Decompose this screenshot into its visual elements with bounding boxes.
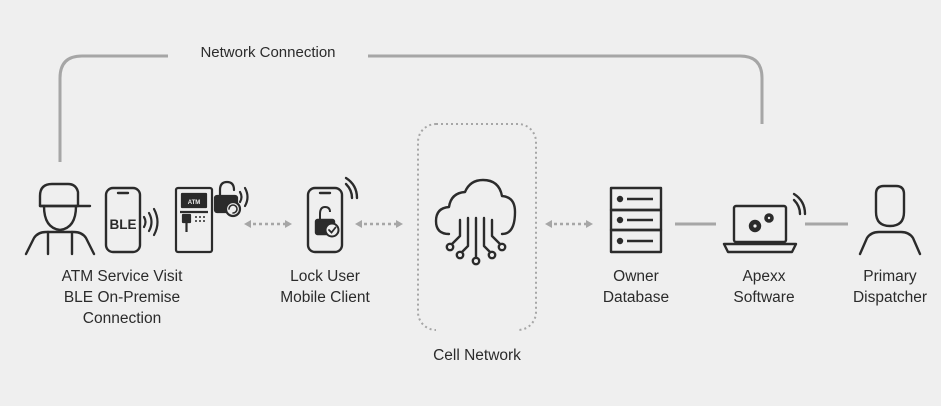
arrowhead <box>396 220 403 228</box>
primary-dispatcher-label: Primary Dispatcher <box>842 266 938 308</box>
atm-screen-text: ATM <box>188 200 201 206</box>
atm-service-visit-label: ATM Service Visit BLE On-Premise Connect… <box>30 266 214 329</box>
label-line: Mobile Client <box>280 289 370 306</box>
network-connection-line <box>58 54 764 162</box>
ble-phone-icon <box>104 186 142 254</box>
arrowhead <box>355 220 362 228</box>
database-icon <box>609 186 663 254</box>
network-connection-label: Network Connection <box>168 44 368 61</box>
label-line: Primary <box>863 268 917 285</box>
label-line: Owner <box>613 268 659 285</box>
atm-padlock-icon <box>213 180 249 218</box>
lock-user-phone-icon <box>306 176 359 254</box>
arrowhead <box>244 220 251 228</box>
atm-machine-icon <box>174 186 214 254</box>
dispatcher-person-icon <box>858 184 922 256</box>
cell-network-label: Cell Network <box>417 345 537 366</box>
label-line: BLE On-Premise <box>63 289 181 306</box>
label-line: Database <box>602 289 670 306</box>
cloud-network-icon <box>434 178 517 266</box>
apexx-software-label: Apexx Software <box>714 266 814 308</box>
label-line: Connection <box>82 310 162 327</box>
label-line: Lock User <box>290 268 360 285</box>
label-line: Software <box>733 289 795 306</box>
label-line: ATM Service Visit <box>61 268 183 285</box>
arrowhead <box>545 220 552 228</box>
ble-text: BLE <box>110 217 137 232</box>
arrowhead <box>285 220 292 228</box>
label-line: Cell Network <box>433 347 521 364</box>
frame-gap <box>436 320 518 336</box>
owner-database-label: Owner Database <box>586 266 686 308</box>
label-line: Dispatcher <box>852 289 928 306</box>
laptop-gears-icon <box>722 192 807 254</box>
label-line: Apexx <box>742 268 786 285</box>
lock-user-label: Lock User Mobile Client <box>260 266 390 308</box>
arrowhead <box>586 220 593 228</box>
technician-icon <box>24 182 96 256</box>
ble-signal-icon <box>142 207 159 237</box>
cell-network-frame <box>417 123 537 331</box>
